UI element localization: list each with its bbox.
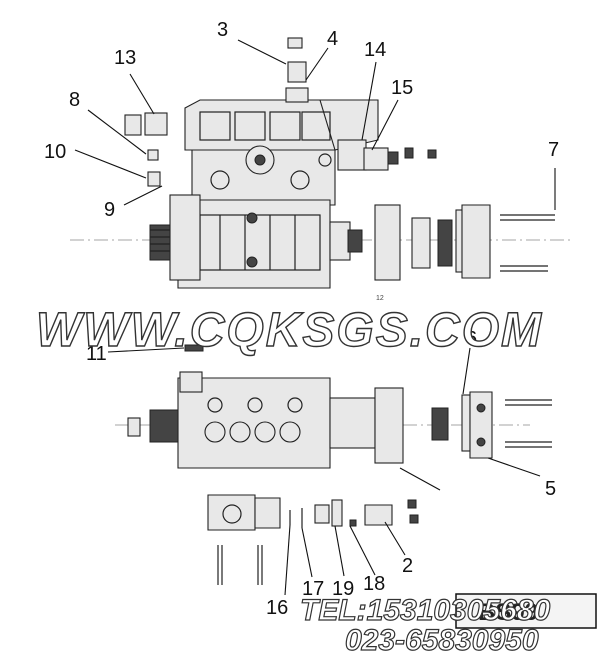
- watermark-phone: 023-65830950: [345, 624, 539, 657]
- watermark-tel: TEL:15310305680: [300, 594, 550, 627]
- middle-pump-assembly: [115, 344, 552, 469]
- part-number-14: 14: [364, 39, 386, 61]
- part-number-17: 17: [302, 578, 324, 600]
- watermark: WWW.CQKSGS.COM TEL:15310305680 023-65830…: [35, 303, 551, 657]
- part-number-8: 8: [69, 89, 80, 111]
- part-number-19: 19: [332, 578, 354, 600]
- part-number-18: 18: [363, 573, 385, 595]
- part-number-15: 15: [391, 77, 413, 99]
- watermark-site: WWW.CQKSGS.COM: [36, 304, 543, 357]
- part-number-5: 5: [545, 478, 556, 500]
- code-box-text: BS99: [478, 599, 538, 626]
- leader-lines: [74, 39, 556, 596]
- part-number-16: 16: [266, 597, 288, 619]
- part-number-labels: 3 4 13 14 15 8 10 9 7 11 6 5 2 16 17 19 …: [44, 19, 559, 619]
- top-pump-assembly: [70, 37, 570, 289]
- part-number-6: 6: [466, 328, 477, 350]
- part-number-3: 3: [217, 19, 228, 41]
- part-number-2: 2: [402, 555, 413, 577]
- part-number-10: 10: [44, 141, 66, 163]
- part-number-11: 11: [86, 343, 107, 365]
- bottom-parts: [207, 494, 419, 585]
- part-number-7: 7: [548, 139, 559, 161]
- part-number-9: 9: [104, 199, 115, 221]
- code-box: BS99: [455, 593, 597, 629]
- small-sheet-label: 12: [376, 295, 384, 302]
- part-number-13: 13: [114, 47, 136, 69]
- part-number-4: 4: [327, 28, 338, 50]
